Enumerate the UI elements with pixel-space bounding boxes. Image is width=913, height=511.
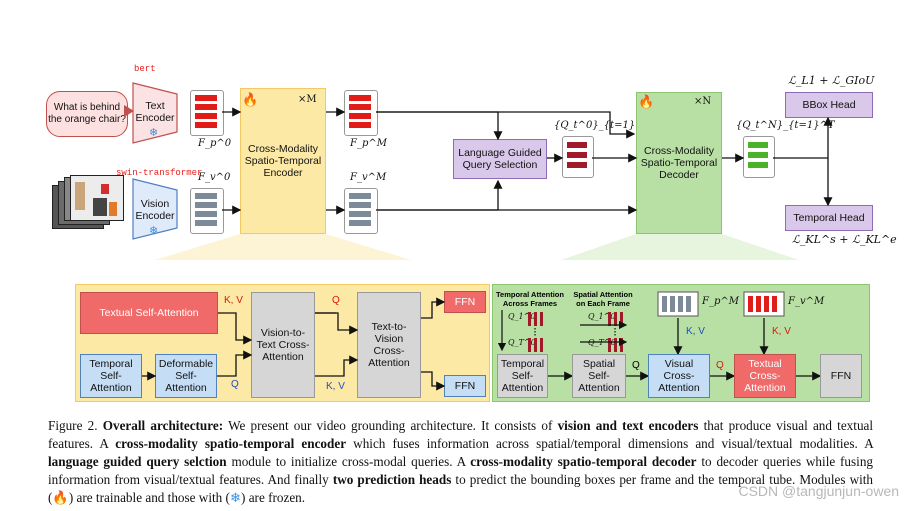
fp0-label: F_p^0: [198, 138, 232, 149]
encoder-detail-arrows: [142, 297, 446, 391]
bbox-loss: ℒ_L1 + ℒ_GIoU: [788, 74, 875, 87]
visual-tokens-fv0: [190, 188, 224, 234]
kv-label: K, V: [224, 295, 243, 306]
q1-label: Q_1^0: [588, 312, 616, 321]
q0-label: {Q_t^0}_{t=1}^T: [554, 120, 651, 131]
kv-label-blue: K, V: [326, 381, 345, 392]
visual-tokens-fvm: [344, 188, 378, 234]
snowflake-icon: ❄: [229, 490, 242, 505]
text-encoder: Text Encoder: [135, 100, 175, 124]
q-label-red: Q: [332, 295, 340, 306]
vision-encoder-shape: [132, 178, 178, 240]
deformable-self-attention: Deformable Self-Attention: [155, 354, 217, 398]
flame-icon: 🔥: [242, 92, 259, 107]
dec-q-label-red: Q: [716, 360, 724, 371]
times-m-label: ×M: [298, 94, 317, 105]
q-label: Q: [231, 379, 239, 390]
times-n-label: ×N: [694, 96, 712, 107]
fpm-label: F_p^M: [350, 138, 387, 149]
q1-label: Q_1^0: [508, 312, 536, 321]
qn-label: {Q_t^N}_{t=1}^T: [736, 120, 835, 131]
temporal-head: Temporal Head: [785, 205, 873, 231]
dec-temporal-self-attention: Temporal Self-Attention: [497, 354, 548, 398]
swin-label: swin-transformer: [116, 168, 203, 178]
text-encoder-shape: [132, 82, 178, 144]
bubble-tail: [124, 105, 134, 117]
dec-visual-cross-attention: Visual Cross-Attention: [648, 354, 710, 398]
qt-label: Q_T^0: [508, 338, 536, 347]
dec-kv-red: K, V: [772, 326, 791, 337]
caption-label: Figure 2.: [48, 418, 98, 433]
top-arrows: [154, 107, 833, 260]
temporal-across-label: Temporal Attention Across Frames: [496, 290, 564, 308]
snowflake-icon: ❄: [149, 127, 159, 139]
dec-textual-cross-attention: Textual Cross-Attention: [734, 354, 796, 398]
dec-kv-blue: K, V: [686, 326, 705, 337]
dec-q-label: Q: [632, 360, 640, 371]
bert-label: bert: [134, 64, 156, 74]
snowflake-icon: ❄: [149, 225, 159, 237]
fvm-label: F_v^M: [350, 172, 387, 183]
dec-spatial-self-attention: Spatial Self-Attention: [572, 354, 626, 398]
temporal-self-attention: Temporal Self-Attention: [80, 354, 142, 398]
flame-icon: 🔥: [52, 490, 69, 505]
query-bubble: What is behind the orange chair?: [46, 91, 128, 137]
query-tokens-q0: [562, 136, 594, 178]
dec-ffn: FFN: [820, 354, 862, 398]
query-text: What is behind the orange chair?: [48, 102, 126, 125]
dec-fvm-label: F_v^M: [788, 296, 825, 307]
cross-modality-encoder: Cross-Modality Spatio-Temporal Encoder: [240, 88, 326, 234]
watermark: CSDN @tangjunjun-owen: [738, 483, 899, 499]
fv0-label: F_v^0: [198, 172, 231, 183]
cross-modality-decoder: Cross-Modality Spatio-Temporal Decoder: [636, 92, 722, 234]
temporal-loss: ℒ_KL^s + ℒ_KL^e: [792, 233, 897, 246]
text-to-vision-cross-attention: Text-to-Vision Cross-Attention: [357, 292, 421, 398]
video-frames-image: [52, 175, 124, 235]
encoder-ffn-bottom: FFN: [444, 375, 486, 397]
caption-title: Overall architecture:: [102, 418, 224, 433]
text-tokens-fp0: [190, 90, 224, 136]
dec-fpm-label: F_p^M: [702, 296, 739, 307]
textual-self-attention: Textual Self-Attention: [80, 292, 218, 334]
flame-icon: 🔥: [638, 94, 655, 109]
figure: What is behind the orange chair? Text En…: [46, 64, 897, 402]
decoder-query-bars: [497, 291, 822, 381]
vision-encoder: Vision Encoder: [135, 198, 175, 222]
spatial-each-label: Spatial Attention on Each Frame: [573, 290, 633, 308]
figure-caption: Figure 2. Overall architecture: We prese…: [48, 418, 874, 505]
text-tokens-fpm: [344, 90, 378, 136]
vision-to-text-cross-attention: Vision-to-Text Cross-Attention: [251, 292, 315, 398]
